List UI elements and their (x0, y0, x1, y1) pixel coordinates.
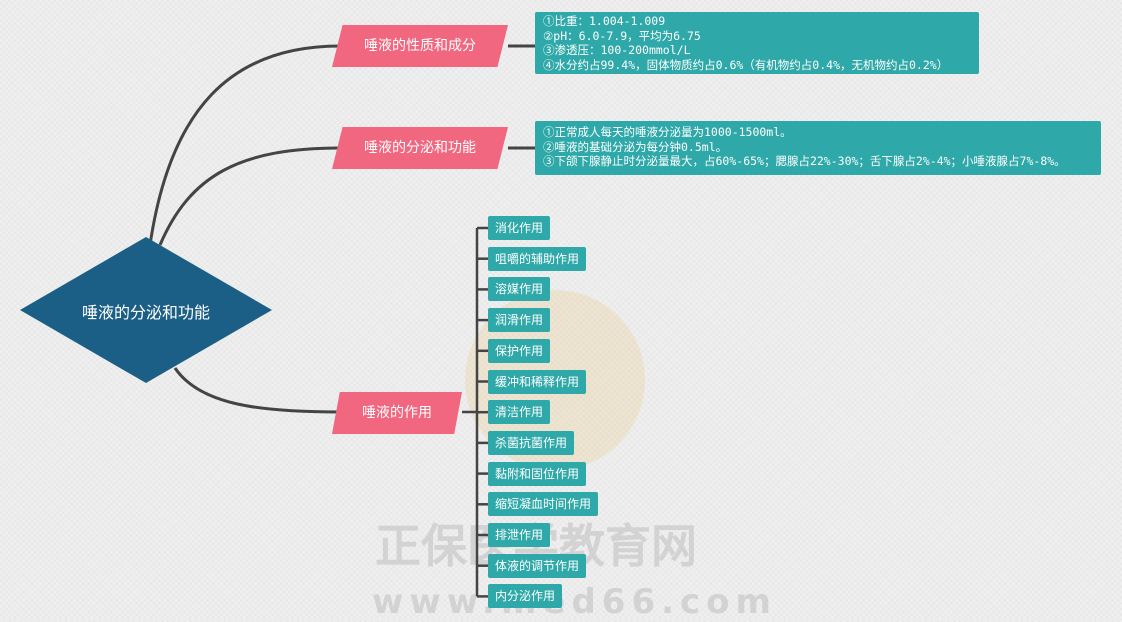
function-item[interactable]: 消化作用 (488, 216, 551, 240)
note-line: ③下颌下腺静止时分泌量最大，占60%-65%；腮腺占22%-30%；舌下腺占2%… (543, 154, 1066, 168)
function-item[interactable]: 缓冲和稀释作用 (488, 369, 587, 394)
note-properties[interactable]: ①比重：1.004-1.009 ②pH：6.0-7.9，平均为6.75 ③渗透压… (535, 12, 979, 74)
function-item[interactable]: 内分泌作用 (488, 584, 563, 609)
function-item[interactable]: 润滑作用 (488, 308, 551, 333)
watermark-url: www.med66.com (372, 582, 777, 622)
branch-properties[interactable]: 唾液的性质和成分 (332, 25, 508, 67)
function-item[interactable]: 体液的调节作用 (488, 553, 587, 578)
function-item[interactable]: 咀嚼的辅助作用 (488, 246, 587, 271)
function-item[interactable]: 杀菌抗菌作用 (488, 430, 575, 455)
note-line: ②pH：6.0-7.9，平均为6.75 (543, 28, 701, 43)
note-line: ②唾液的基础分泌为每分钟0.5ml。 (543, 139, 728, 154)
central-diamond (20, 237, 272, 383)
note-line: ①正常成人每天的唾液分泌量为1000-1500ml。 (543, 125, 792, 139)
function-item[interactable]: 缩短凝血时间作用 (488, 492, 599, 517)
note-line: ④水分约占99.4%，固体物质约占0.6%（有机物约占0.4%，无机物约占0.2… (543, 57, 949, 72)
function-item[interactable]: 清洁作用 (488, 400, 551, 425)
branch-secretion[interactable]: 唾液的分泌和功能 (332, 127, 508, 169)
central-topic[interactable]: 唾液的分泌和功能 (20, 237, 272, 383)
note-secretion[interactable]: ①正常成人每天的唾液分泌量为1000-1500ml。 ②唾液的基础分泌为每分钟0… (535, 121, 1101, 175)
function-item[interactable]: 溶媒作用 (488, 277, 551, 302)
function-item[interactable]: 排泄作用 (488, 523, 551, 547)
central-topic-label: 唾液的分泌和功能 (81, 303, 210, 322)
function-item[interactable]: 黏附和固位作用 (488, 461, 587, 486)
note-line: ①比重：1.004-1.009 (543, 14, 666, 28)
function-item[interactable]: 保护作用 (488, 338, 551, 363)
branch-functions[interactable]: 唾液的作用 (332, 392, 462, 434)
note-line: ③渗透压：100-200mmol/L (543, 43, 691, 57)
